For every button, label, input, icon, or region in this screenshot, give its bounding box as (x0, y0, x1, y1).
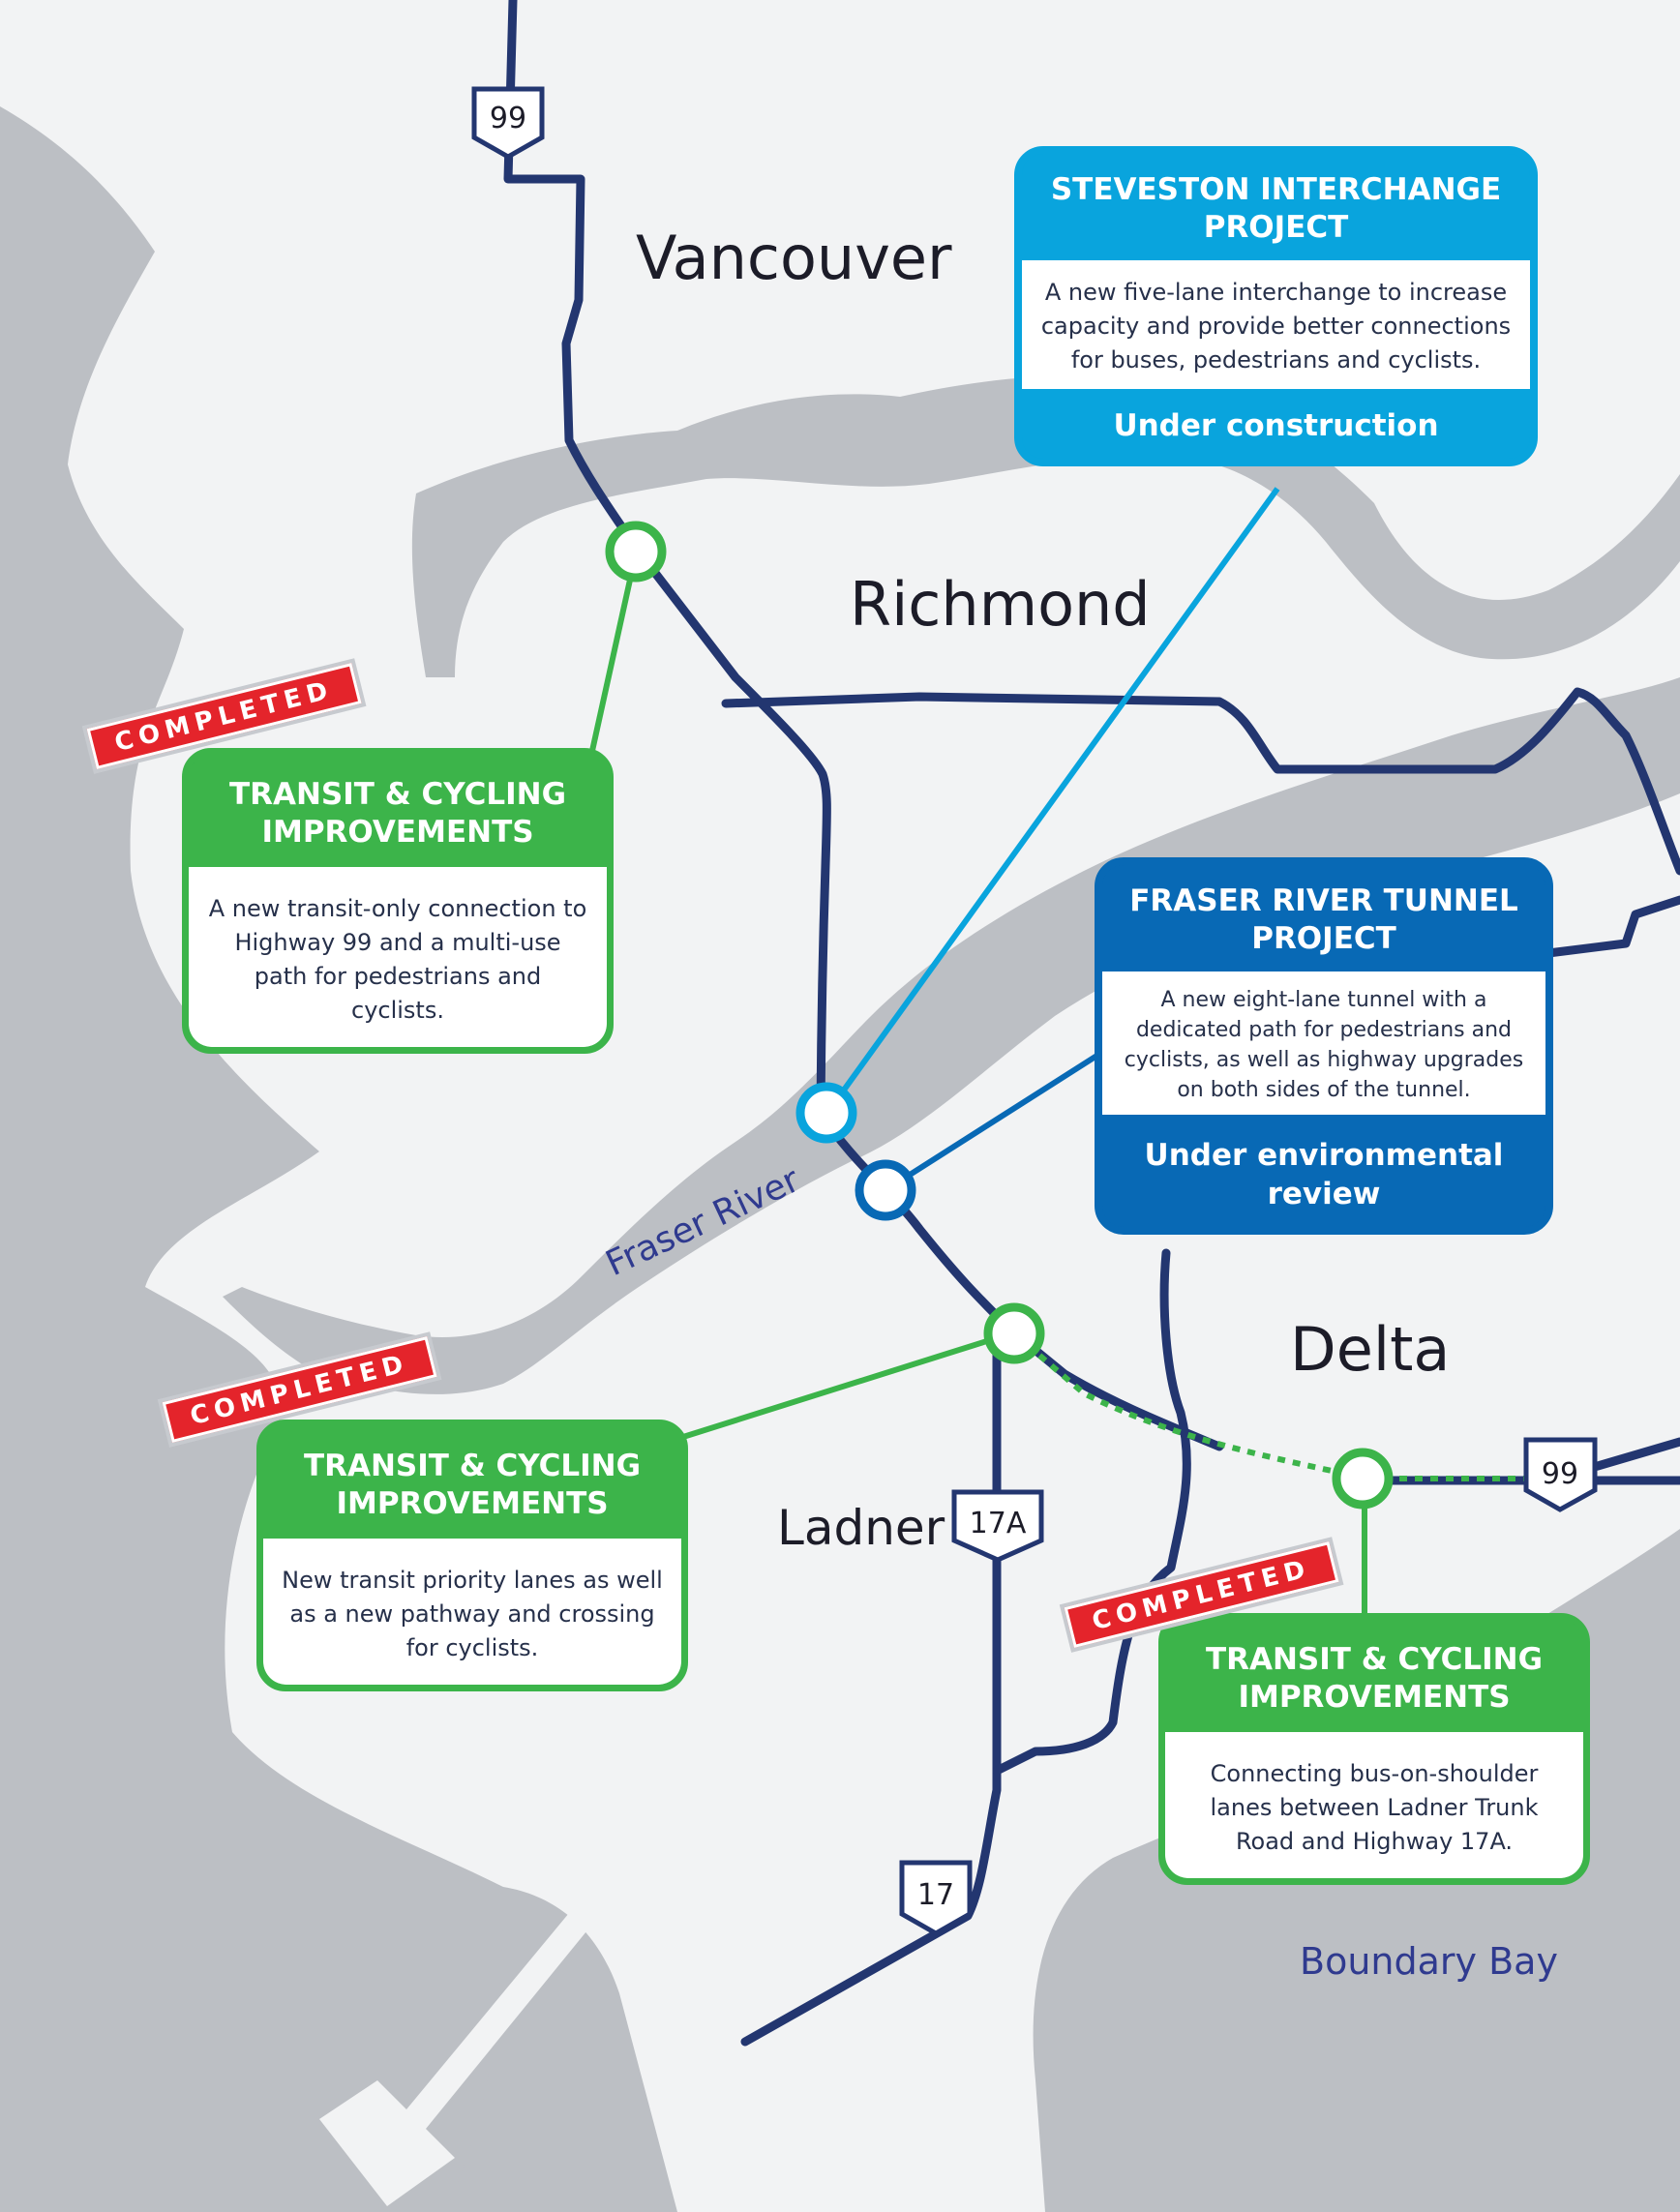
tunnel-description: A new eight-lane tunnel with a dedicated… (1102, 971, 1545, 1115)
highway-shields: 99 99 17A 17 (471, 86, 1598, 1936)
transit-2-description: New transit priority lanes as well as a … (263, 1538, 681, 1685)
transit-1-title: TRANSIT & CYCLING IMPROVEMENTS (228, 777, 567, 850)
transit-3-card: TRANSIT & CYCLING IMPROVEMENTS Connectin… (1158, 1613, 1590, 1885)
steveston-marker (795, 1082, 857, 1144)
transit-3-marker (1332, 1448, 1394, 1510)
highway-99-south (1006, 1326, 1224, 1451)
transit-1-leader (587, 553, 639, 761)
transit-1-card: TRANSIT & CYCLING IMPROVEMENTS A new tra… (182, 748, 614, 1054)
steveston-hwy (721, 687, 1680, 876)
tunnel-leader (884, 1052, 1100, 1193)
highway-17-label: 17 (917, 1878, 954, 1912)
steveston-project-card: STEVESTON INTERCHANGE PROJECT A new five… (1014, 146, 1538, 466)
north-arm-channel (411, 374, 1680, 677)
highway-99-east-shield: 99 (1523, 1437, 1598, 1512)
tunnel-project-card: FRASER RIVER TUNNEL PROJECT A new eight-… (1095, 857, 1553, 1236)
highway-17a-label: 17A (970, 1507, 1027, 1540)
transit-2-title: TRANSIT & CYCLING IMPROVEMENTS (303, 1449, 642, 1521)
fraser-main-channel (223, 677, 1680, 1394)
tunnel-title: FRASER RIVER TUNNEL PROJECT (1129, 883, 1518, 956)
transit-2-card: TRANSIT & CYCLING IMPROVEMENTS New trans… (256, 1420, 688, 1691)
boundary-bay-label: Boundary Bay (1300, 1940, 1558, 1983)
west-water (0, 106, 581, 2212)
highway-99-north (503, 0, 1016, 1335)
richmond-east (1544, 895, 1680, 958)
place-vancouver: Vancouver (636, 223, 952, 293)
highway-99-east-label: 99 (1542, 1457, 1578, 1491)
transit-2-leader (667, 1330, 1012, 1445)
highway-99-north-label: 99 (490, 102, 526, 135)
south-west-shore (445, 1887, 677, 2212)
place-richmond: Richmond (850, 569, 1151, 640)
transit-3-description: Connecting bus-on-shoulder lanes between… (1165, 1731, 1583, 1878)
steveston-description: A new five-lane interchange to increase … (1022, 259, 1530, 389)
causeway (319, 1829, 658, 2206)
tunnel-marker (855, 1159, 916, 1221)
transit-2-marker (983, 1302, 1045, 1364)
place-ladner: Ladner (777, 1500, 945, 1556)
highway-17a-shield: 17A (951, 1489, 1044, 1563)
place-delta: Delta (1290, 1314, 1451, 1385)
highway-99-north-shield: 99 (471, 86, 545, 160)
dashed-transit-lane-1 (1014, 1332, 1356, 1479)
steveston-leader (825, 487, 1280, 1115)
tunnel-status: Under environmental review (1144, 1137, 1504, 1211)
steveston-title: STEVESTON INTERCHANGE PROJECT (1050, 172, 1502, 245)
transit-3-title: TRANSIT & CYCLING IMPROVEMENTS (1205, 1642, 1544, 1715)
delta-road (992, 1248, 1191, 1776)
highway-17-shield: 17 (899, 1860, 973, 1936)
steveston-status: Under construction (1113, 407, 1439, 443)
project-markers (605, 521, 1394, 1510)
transit-1-description: A new transit-only connection to Highway… (189, 866, 607, 1047)
transit-1-marker (605, 521, 667, 583)
